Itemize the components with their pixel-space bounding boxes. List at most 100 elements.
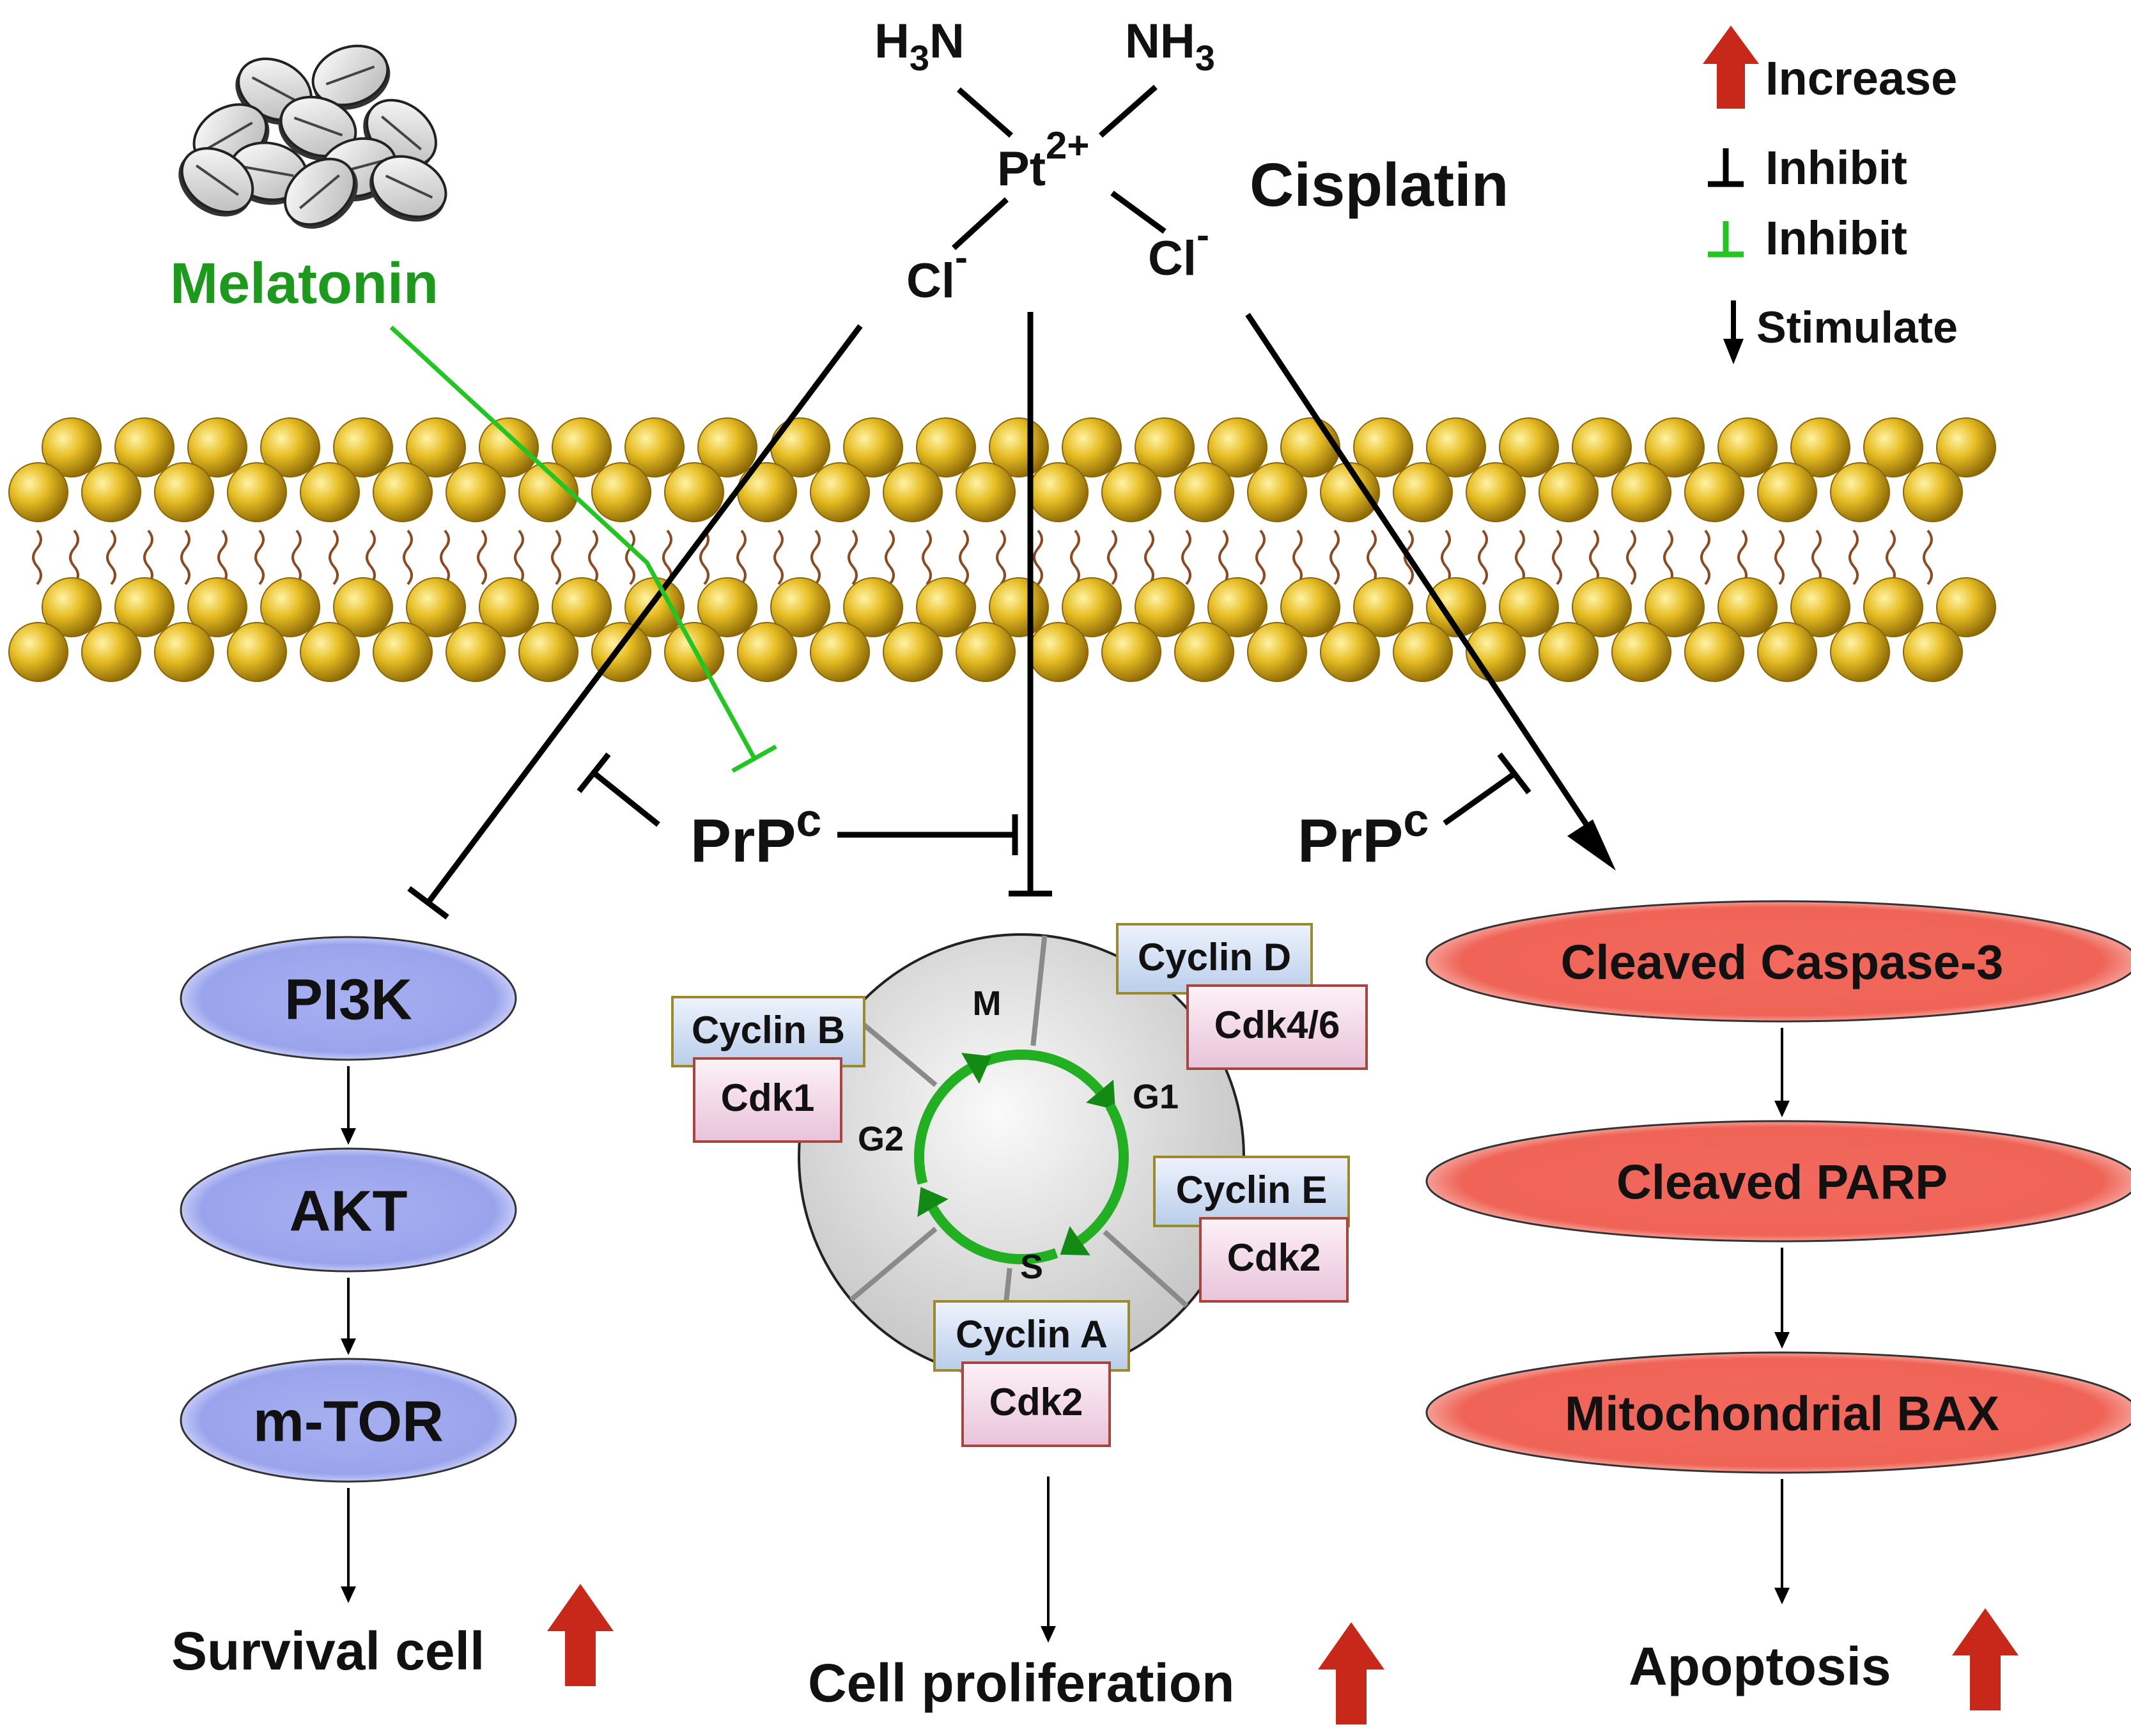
node-ellipse bbox=[180, 1147, 517, 1273]
lipid-head-bottom-back-16 bbox=[1207, 577, 1267, 637]
cdk-label: Cdk2 bbox=[989, 1381, 1083, 1423]
cisplatin-pathway-lines bbox=[407, 312, 1616, 920]
lipid-head-top-front-23 bbox=[1684, 462, 1744, 522]
lipid-bilayer-membrane bbox=[8, 417, 1996, 682]
lipid-head-bottom-front-3 bbox=[227, 622, 287, 682]
cdk-label: Cdk4/6 bbox=[1214, 1004, 1340, 1046]
melatonin-inhibits-prpc-line bbox=[389, 325, 777, 773]
lipid-head-top-front-14 bbox=[1028, 462, 1089, 522]
lipid-tail-3 bbox=[143, 529, 153, 585]
phase-label-G1: G1 bbox=[1133, 1078, 1179, 1116]
inhibit-bar-pi3k bbox=[407, 886, 449, 920]
lipid-head-bottom-back-7 bbox=[552, 577, 612, 637]
apoptosis-outcome-label: Apoptosis bbox=[1629, 1636, 1891, 1696]
lipid-head-top-back-23 bbox=[1717, 417, 1778, 477]
cycle-arrowhead-1 bbox=[1060, 1226, 1090, 1256]
lipid-tail-8 bbox=[329, 529, 339, 585]
proliferation-outcome-label: Cell proliferation bbox=[808, 1653, 1234, 1713]
lipid-head-bottom-front-5 bbox=[373, 622, 433, 682]
node-label: Cleaved Caspase-3 bbox=[1561, 935, 2004, 989]
lipid-tail-5 bbox=[217, 529, 228, 585]
lipid-tail-43 bbox=[1626, 529, 1636, 585]
cdk-box bbox=[693, 1057, 842, 1143]
lipid-head-top-back-2 bbox=[187, 417, 247, 477]
pill-9 bbox=[369, 155, 447, 222]
lipid-tail-46 bbox=[1737, 529, 1747, 585]
stimulate-arrowhead-apoptosis bbox=[1567, 819, 1616, 871]
lipid-head-top-front-6 bbox=[446, 462, 506, 522]
prpc-right-label: PrPc bbox=[1298, 795, 1429, 875]
legend-inhibit-black-label: Inhibit bbox=[1765, 141, 1907, 194]
melatonin-pills-icon bbox=[178, 44, 447, 229]
lipid-tail-20 bbox=[773, 529, 784, 585]
lipid-head-top-front-4 bbox=[300, 462, 360, 522]
node-label: AKT bbox=[290, 1179, 408, 1243]
lipid-head-top-back-25 bbox=[1863, 417, 1923, 477]
lipid-head-bottom-front-24 bbox=[1757, 622, 1817, 682]
wheel-divider-0 bbox=[1030, 935, 1048, 1046]
survival-node-2: m-TOR bbox=[180, 1358, 517, 1483]
lipid-head-bottom-front-18 bbox=[1320, 622, 1380, 682]
lipid-head-bottom-front-21 bbox=[1538, 622, 1599, 682]
survival-outcome-arrow bbox=[341, 1488, 356, 1603]
lipid-head-bottom-back-21 bbox=[1572, 577, 1632, 637]
lipid-head-bottom-back-12 bbox=[916, 577, 976, 637]
lipid-head-top-back-9 bbox=[697, 417, 757, 477]
lipid-head-top-back-14 bbox=[1062, 417, 1122, 477]
cycle-arrowhead-2 bbox=[917, 1187, 949, 1217]
lipid-tail-48 bbox=[1811, 529, 1822, 585]
lipid-tail-18 bbox=[699, 529, 709, 585]
lipid-tail-33 bbox=[1255, 529, 1266, 585]
cdk-box bbox=[1186, 984, 1368, 1070]
phase-label-G2: G2 bbox=[858, 1120, 904, 1158]
node-label: PI3K bbox=[284, 968, 412, 1032]
lipid-head-top-back-19 bbox=[1426, 417, 1486, 477]
lipid-tail-19 bbox=[736, 529, 747, 585]
lipid-tail-25 bbox=[959, 529, 969, 585]
lipid-head-bottom-front-12 bbox=[883, 622, 943, 682]
prpc-inhibits-cisplatin-left-line bbox=[593, 771, 660, 827]
legend-inhibit-black-icon bbox=[1708, 148, 1744, 187]
lipid-head-bottom-front-2 bbox=[154, 622, 214, 682]
survival-node-0: PI3K bbox=[180, 936, 517, 1061]
lipid-tail-41 bbox=[1552, 529, 1562, 585]
lipid-tail-16 bbox=[625, 529, 635, 585]
node-ellipse bbox=[180, 1358, 517, 1483]
lipid-head-top-back-3 bbox=[260, 417, 320, 477]
lipid-head-bottom-front-15 bbox=[1101, 622, 1161, 682]
lipid-tail-49 bbox=[1848, 529, 1859, 585]
lipid-head-bottom-back-0 bbox=[42, 577, 102, 637]
lipid-tail-11 bbox=[440, 529, 450, 585]
lipid-head-top-front-5 bbox=[373, 462, 433, 522]
lipid-head-top-back-18 bbox=[1353, 417, 1413, 477]
proliferation-increase-arrow-icon bbox=[1318, 1622, 1384, 1724]
lipid-tail-44 bbox=[1663, 529, 1673, 585]
lipid-tail-38 bbox=[1441, 529, 1451, 585]
prpc-left-label: PrPc bbox=[690, 795, 821, 875]
lipid-tail-6 bbox=[254, 529, 265, 585]
lipid-head-bottom-back-20 bbox=[1499, 577, 1559, 637]
bond-pt-cl-left bbox=[951, 197, 1009, 251]
apoptosis-node-2: Mitochondrial BAX bbox=[1425, 1351, 2131, 1474]
cdk-label: Cdk2 bbox=[1227, 1236, 1321, 1279]
lipid-head-bottom-back-5 bbox=[406, 577, 466, 637]
lipid-head-bottom-back-6 bbox=[479, 577, 539, 637]
ammine-right: NH3 bbox=[1125, 14, 1215, 78]
lipid-tail-40 bbox=[1515, 529, 1525, 585]
lipid-head-top-front-22 bbox=[1611, 462, 1671, 522]
lipid-head-bottom-front-25 bbox=[1830, 622, 1890, 682]
lipid-head-top-front-7 bbox=[518, 462, 578, 522]
phase-label-M: M bbox=[973, 984, 1002, 1023]
lipid-head-bottom-back-1 bbox=[114, 577, 174, 637]
lipid-head-top-back-7 bbox=[552, 417, 612, 477]
cycle-arrowhead-3 bbox=[961, 1053, 991, 1084]
lipid-head-top-front-20 bbox=[1466, 462, 1526, 522]
lipid-head-bottom-back-9 bbox=[697, 577, 757, 637]
pill-7 bbox=[178, 147, 254, 217]
cycle-outcome-arrow bbox=[1041, 1476, 1056, 1643]
